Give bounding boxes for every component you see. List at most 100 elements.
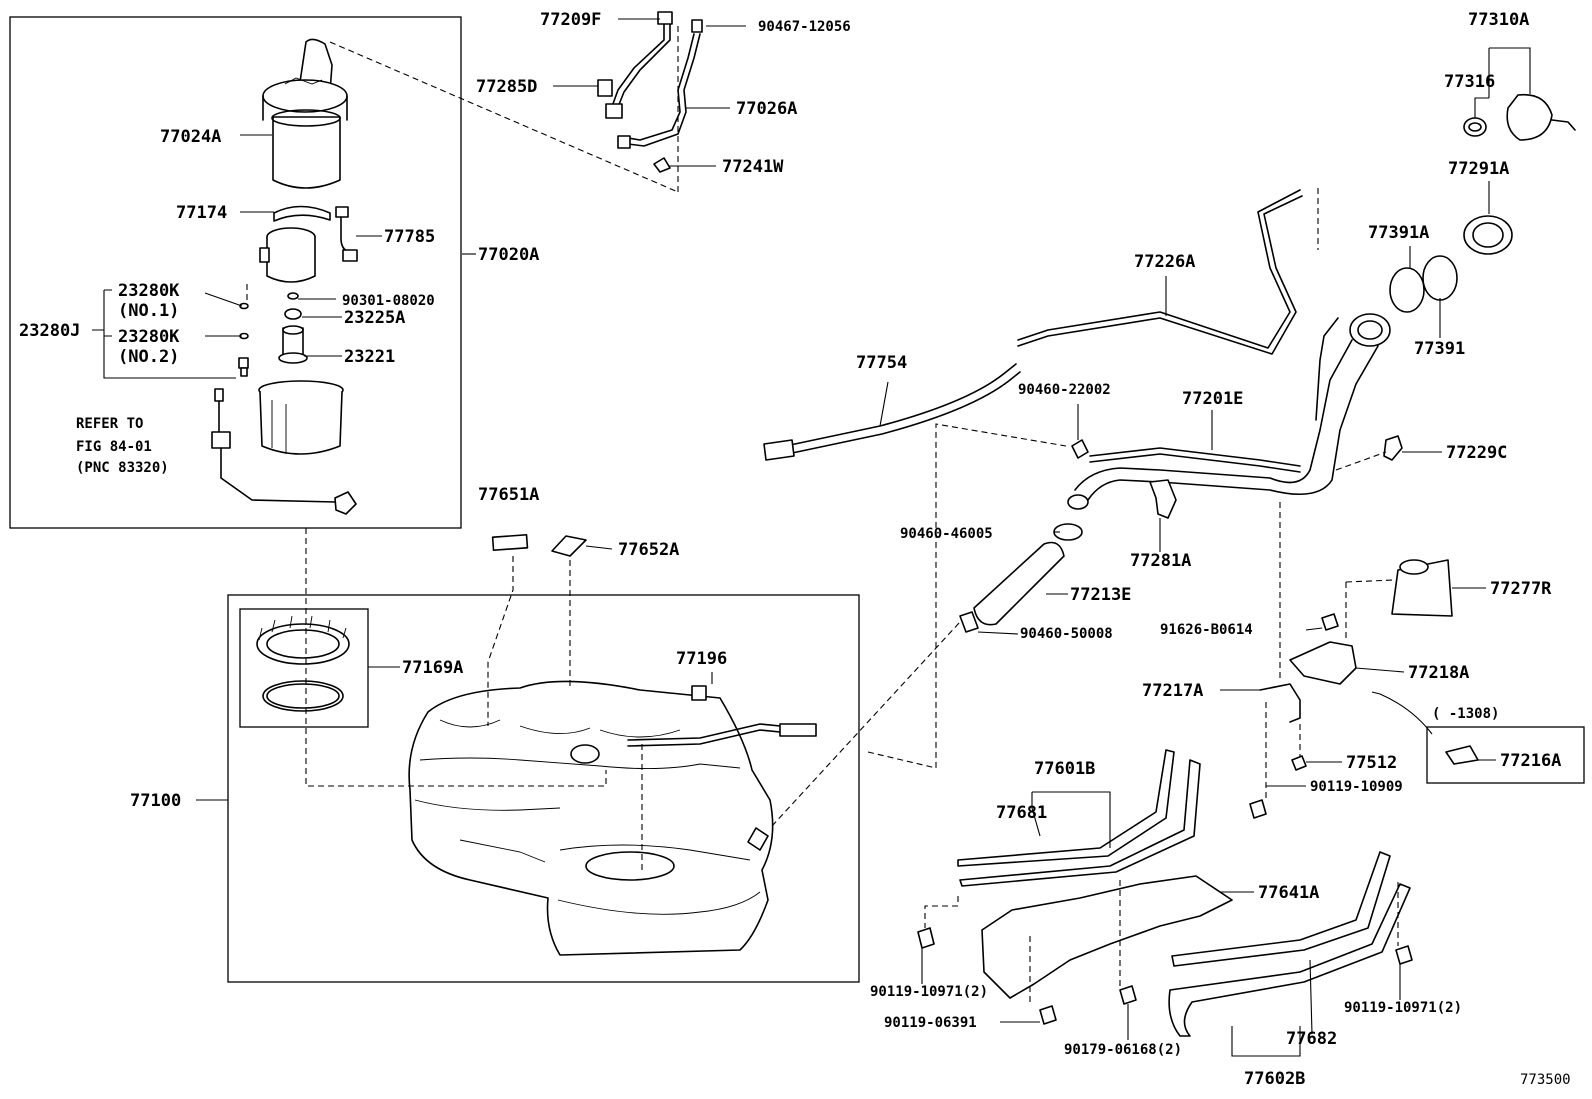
label-77601B: 77601B [1034,759,1095,779]
label-23280K-no1: 23280K [118,281,180,301]
protector-77281A [1149,479,1177,519]
label-77512: 77512 [1346,753,1397,773]
label-77100: 77100 [130,791,181,811]
label-77020A: 77020A [478,245,539,265]
vent-valve-77216A [1445,745,1479,765]
label-77209F: 77209F [540,10,601,30]
refer-text-line2: FIG 84-01 [76,439,152,455]
hose-77754 [763,363,1021,461]
label-77651A: 77651A [478,485,539,505]
label-90119-10971-left: 90119-10971(2) [870,984,988,1000]
label-90460-46005: 90460-46005 [900,526,993,542]
part-77216A-box [1426,726,1585,784]
filler-neck-gasket-77291A [1463,215,1513,255]
label-77024A: 77024A [160,127,221,147]
label-90119-06391: 90119-06391 [884,1015,977,1031]
o-ring-23225A [284,308,302,320]
label-77216A: 77216A [1500,751,1561,771]
label-77026A: 77026A [736,99,797,119]
label-23280K-no2: 23280K [118,327,180,347]
clamp-90460-22002 [1071,439,1089,459]
label-91626-B0614: 91626-B0614 [1160,622,1253,638]
label-77218A: 77218A [1408,663,1469,683]
label-77641A: 77641A [1258,883,1319,903]
fuel-pump-gasket-77169A [256,615,350,712]
label-90179-06168: 90179-06168(2) [1064,1042,1182,1058]
label-77602B: 77602B [1244,1069,1305,1089]
bolt-90119-10909 [1249,799,1267,819]
label-77196: 77196 [676,649,727,669]
label-77281A: 77281A [1130,551,1191,571]
protector-77641A [981,875,1233,999]
label-77391A: 77391A [1368,223,1429,243]
fuel-pump-motor [259,227,316,283]
label-1308: ( -1308) [1432,706,1499,722]
label-77291A: 77291A [1448,159,1509,179]
label-23280K-no2-note: (NO.2) [118,347,179,367]
part-labels: 77209F 90467-12056 77285D 77026A 77241W … [19,10,1571,1089]
label-90460-50008: 90460-50008 [1020,626,1113,642]
leader-lines [92,18,1531,1057]
hose-77213E [973,541,1065,626]
label-23221: 23221 [344,347,395,367]
label-77229C: 77229C [1446,443,1507,463]
regulator [238,357,249,377]
seal-77391 [1422,255,1458,301]
label-77285D: 77285D [476,77,537,97]
pad-77652A [551,535,587,557]
label-23225A: 23225A [344,308,405,328]
label-77754: 77754 [856,353,907,373]
filler-cap-77310A [1463,93,1576,141]
tank-band-77601B [957,749,1201,887]
filter-23221 [278,325,308,364]
label-90119-10909: 90119-10909 [1310,779,1403,795]
arrow-1308 [1371,691,1433,735]
bracket-77218A [1289,641,1357,685]
hose-assembly-77026A [597,11,703,173]
tank-band-77602B [1168,851,1411,1037]
label-77241W: 77241W [722,157,784,177]
label-77213E: 77213E [1070,585,1131,605]
label-77201E: 77201E [1182,389,1243,409]
label-77174: 77174 [176,203,227,223]
label-77226A: 77226A [1134,252,1195,272]
bolt-91626-B0614 [1321,613,1339,631]
fuel-tank-77100 [408,680,817,956]
label-77682: 77682 [1286,1029,1337,1049]
label-77277R: 77277R [1490,579,1552,599]
label-77169A: 77169A [402,658,463,678]
label-77391: 77391 [1414,339,1465,359]
label-77217A: 77217A [1142,681,1203,701]
label-77785: 77785 [384,227,435,247]
label-77316: 77316 [1444,72,1495,92]
label-90460-22002: 90460-22002 [1018,382,1111,398]
label-90467-12056: 90467-12056 [758,19,851,35]
breather-tube-77226A [1017,189,1303,355]
fuel-filter-case [258,380,344,455]
label-23280J: 23280J [19,321,80,341]
gasket-23280K-1 [239,302,249,310]
label-90119-10971-right: 90119-10971(2) [1344,1000,1462,1016]
wire-harness-77785 [335,206,358,262]
canister-77277R [1391,559,1453,617]
refer-text-line3: (PNC 83320) [76,460,169,476]
label-77652A: 77652A [618,540,679,560]
label-77681: 77681 [996,803,1047,823]
label-77310A: 77310A [1468,10,1529,30]
bolt-90119-10971-right [1395,945,1413,965]
bolt-90119-06391 [1039,1005,1057,1025]
nut-90179-06168 [1119,985,1137,1005]
clip-77174 [273,205,331,222]
label-90301-08020: 90301-08020 [342,293,435,309]
clip-77229C [1383,435,1403,461]
fuel-pump-gasket-box [239,608,369,728]
fuel-pump-module-77024A [262,38,348,189]
sender-gauge-wire [211,388,357,515]
bolt-90119-10971-left [917,927,935,949]
reference-dashed-lines [246,24,1399,1006]
bolt-77512 [1291,755,1307,771]
bracket-77217A [1259,683,1301,723]
fuel-tank-assembly-box [227,594,860,983]
label-23280K-no1-note: (NO.1) [118,301,179,321]
